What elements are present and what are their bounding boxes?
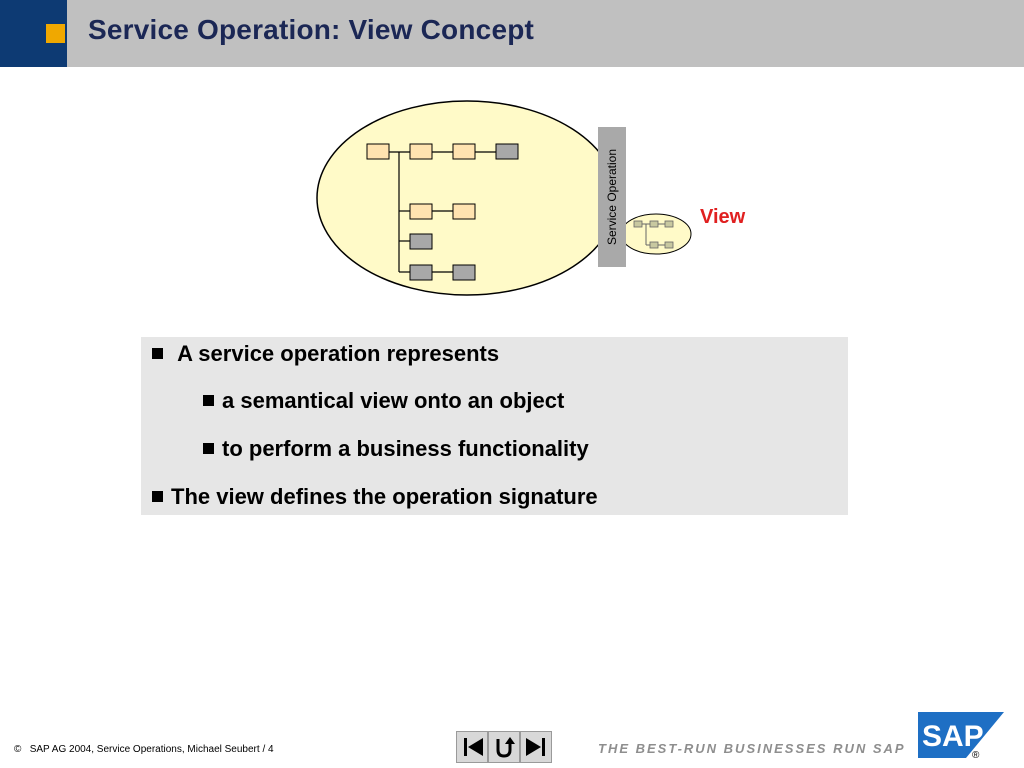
view-label: View — [700, 206, 746, 228]
service-operation-label: Service Operation — [605, 148, 619, 246]
first-slide-icon — [464, 738, 483, 756]
header-bar — [0, 0, 1024, 67]
sap-logo: SAP ® — [918, 712, 1004, 761]
copyright-text: SAP AG 2004, Service Operations, Michael… — [29, 744, 274, 755]
bullet-square-icon — [152, 347, 163, 359]
return-icon — [496, 737, 515, 758]
bullet-text: to perform a business functionality — [222, 436, 589, 461]
slide-title: Service Operation: View Concept — [88, 14, 535, 45]
view-tree-node — [649, 220, 659, 228]
header-accent-square — [46, 24, 65, 43]
tree-node-gray — [495, 143, 519, 160]
nav-last-button[interactable] — [520, 731, 552, 763]
service-operation-bar — [598, 127, 626, 267]
bullet-square-icon — [203, 442, 214, 454]
tree-node-gray — [409, 264, 433, 281]
view-tree-node — [664, 220, 674, 228]
sap-logo-text: SAP — [922, 720, 984, 753]
sap-tagline: THE BEST-RUN BUSINESSES RUN SAP — [598, 741, 906, 756]
tree-node — [409, 143, 433, 160]
tree-node — [366, 143, 390, 160]
tree-node — [452, 143, 476, 160]
bullet-square-icon — [152, 490, 163, 502]
bullet-item: The view defines the operation signature — [152, 484, 598, 510]
view-tree-node — [633, 220, 643, 228]
bullet-square-icon — [203, 394, 214, 406]
sub-bullet-item: a semantical view onto an object — [203, 388, 564, 414]
bullet-panel — [141, 337, 848, 515]
footer-copyright: © SAP AG 2004, Service Operations, Micha… — [14, 744, 274, 755]
last-slide-icon — [526, 738, 545, 756]
view-tree-node — [664, 241, 674, 249]
registered-mark: ® — [972, 750, 980, 761]
tree-node-gray — [452, 264, 476, 281]
bullet-text: The view defines the operation signature — [171, 484, 598, 509]
copyright-icon: © — [14, 744, 22, 755]
nav-first-button[interactable] — [456, 731, 488, 763]
nav-return-button[interactable] — [488, 731, 520, 763]
concept-diagram — [316, 100, 692, 296]
tree-node — [409, 203, 433, 220]
view-tree-node — [649, 241, 659, 249]
bullet-text: a semantical view onto an object — [222, 388, 565, 413]
tree-node — [452, 203, 476, 220]
tree-connectors — [389, 151, 496, 273]
sub-bullet-item: to perform a business functionality — [203, 436, 589, 462]
tree-node-gray — [409, 233, 433, 250]
bullet-item: A service operation represents — [152, 341, 499, 367]
bullet-text: A service operation represents — [177, 341, 500, 366]
